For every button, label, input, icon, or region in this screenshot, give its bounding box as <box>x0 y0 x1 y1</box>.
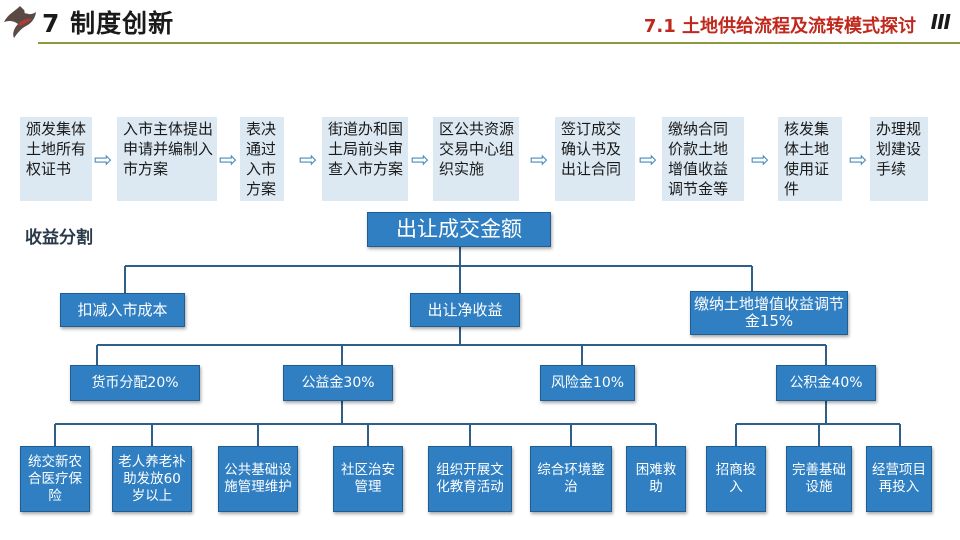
tree-leaf-reinvestment: 经营项目再投入 <box>866 446 932 512</box>
double-arrow-right-icon: ⇨ <box>410 148 430 173</box>
tree-node-reserve-fund: 公积金40% <box>776 365 876 401</box>
section-title: 7 制度创新 <box>42 9 175 38</box>
header-divider <box>38 42 960 44</box>
tree-leaf-public-security: 社区治安管理 <box>333 446 403 512</box>
tree-leaf-investment-attraction: 招商投入 <box>706 446 766 512</box>
bird-logo-icon <box>2 2 38 40</box>
process-step-4: 街道办和国土局前头审查入市方案 <box>322 117 408 201</box>
process-step-9: 办理规划建设手续 <box>870 117 928 201</box>
process-step-1: 颁发集体土地所有权证书 <box>20 117 92 201</box>
bars-decoration: III <box>930 10 951 34</box>
tree-node-public-welfare-fund: 公益金30% <box>283 365 393 401</box>
tree-leaf-infrastructure-maintenance: 公共基础设施管理维护 <box>218 446 298 512</box>
double-arrow-right-icon: ⇨ <box>93 148 113 173</box>
double-arrow-right-icon: ⇨ <box>848 148 868 173</box>
tree-leaf-culture-education: 组织开展文化教育活动 <box>428 446 512 512</box>
tree-leaf-elderly-subsidy: 老人养老补助发放60岁以上 <box>112 446 192 512</box>
process-step-5: 区公共资源交易中心组织实施 <box>433 117 519 201</box>
double-arrow-right-icon: ⇨ <box>298 148 318 173</box>
tree-leaf-environment: 综合环境整治 <box>530 446 612 512</box>
tree-node-adjustment-fund: 缴纳土地增值收益调节金15% <box>690 291 848 335</box>
process-step-8: 核发集体土地使用证件 <box>778 117 842 201</box>
tree-leaf-hardship-relief: 困难救助 <box>626 446 686 512</box>
process-step-2: 入市主体提出申请并编制入市方案 <box>117 117 217 201</box>
process-step-3: 表决通过入市方案 <box>240 117 284 201</box>
double-arrow-right-icon: ⇨ <box>750 148 770 173</box>
tree-node-net-income: 出让净收益 <box>410 293 520 327</box>
section-label: 收益分割 <box>25 228 93 248</box>
tree-node-risk-fund: 风险金10% <box>540 365 635 401</box>
process-step-7: 缴纳合同价款土地增值收益调节金等 <box>662 117 744 201</box>
tree-node-cash-distribution: 货币分配20% <box>70 365 200 401</box>
tree-leaf-infrastructure-improvement: 完善基础设施 <box>786 446 852 512</box>
process-step-6: 签订成交确认书及出让合同 <box>555 117 635 201</box>
double-arrow-right-icon: ⇨ <box>218 148 238 173</box>
double-arrow-right-icon: ⇨ <box>638 148 658 173</box>
tree-leaf-medical-insurance: 统交新农合医疗保险 <box>20 446 90 512</box>
tree-root-node: 出让成交金额 <box>367 212 551 247</box>
tree-node-deduct-cost: 扣减入市成本 <box>60 293 185 327</box>
double-arrow-right-icon: ⇨ <box>529 148 549 173</box>
subsection-title: 7.1 土地供给流程及流转模式探讨 <box>643 16 916 37</box>
